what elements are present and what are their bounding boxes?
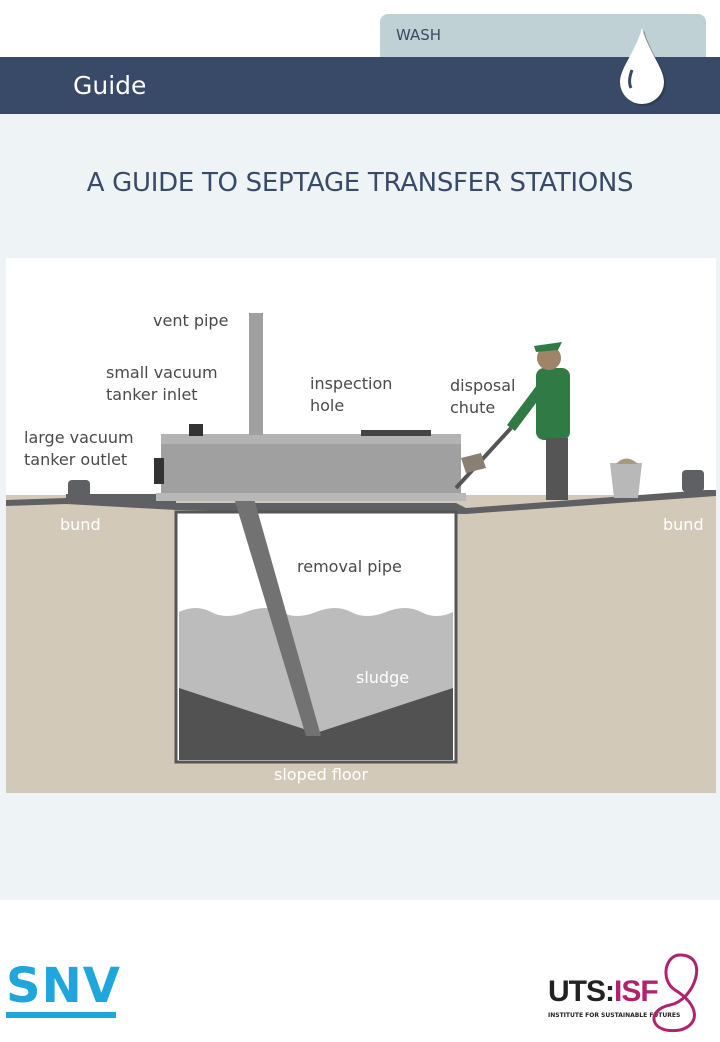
label-small-inlet-1: small vacuum xyxy=(106,363,218,382)
label-inspection-1: inspection xyxy=(310,374,393,393)
doc-type-label: Guide xyxy=(73,71,147,100)
label-large-outlet-2: tanker outlet xyxy=(24,450,128,469)
uts-text: UTS: xyxy=(548,975,615,1008)
label-bund-left: bund xyxy=(60,515,101,534)
label-removal-pipe: removal pipe xyxy=(297,557,402,576)
label-vent-pipe: vent pipe xyxy=(153,311,229,330)
isf-ribbon-icon xyxy=(652,953,699,1033)
snv-logo: SNV xyxy=(6,958,121,1014)
label-large-outlet-1: large vacuum xyxy=(24,428,134,447)
uts-isf-logo: UTS:ISF xyxy=(548,975,659,1009)
water-drop-icon xyxy=(620,28,666,106)
isf-text: ISF xyxy=(614,975,659,1008)
label-small-inlet-2: tanker inlet xyxy=(106,385,198,404)
snv-logo-underline xyxy=(6,1012,116,1018)
label-sludge: sludge xyxy=(356,668,410,687)
label-disposal-1: disposal xyxy=(450,376,516,395)
diagram-illustration xyxy=(6,313,716,793)
isf-subtitle: INSTITUTE FOR SUSTAINABLE FUTURES xyxy=(548,1012,681,1019)
header-band: Guide xyxy=(0,57,720,114)
label-disposal-2: chute xyxy=(450,398,496,417)
septage-station-diagram: vent pipe small vacuum tanker inlet insp… xyxy=(6,258,716,793)
label-inspection-2: hole xyxy=(310,396,345,415)
label-sloped-floor: sloped floor xyxy=(274,765,369,784)
category-label: WASH xyxy=(396,26,442,44)
document-title: A GUIDE TO SEPTAGE TRANSFER STATIONS xyxy=(86,168,634,198)
label-bund-right: bund xyxy=(663,515,704,534)
category-tab: WASH xyxy=(380,14,706,64)
